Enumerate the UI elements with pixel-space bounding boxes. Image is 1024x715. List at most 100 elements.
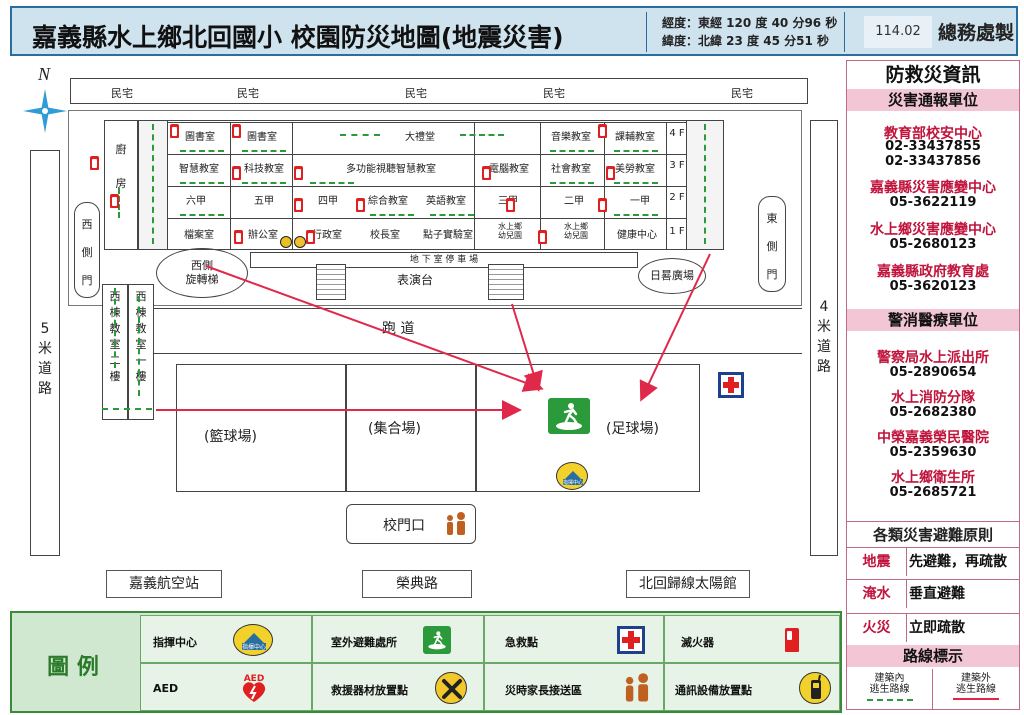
legend-item: 急救點 [484, 615, 664, 663]
room-label: 六甲 [186, 196, 206, 207]
svg-text:AED: AED [244, 674, 265, 684]
school-gate: 校門口 [346, 504, 476, 544]
indoor-route [370, 214, 414, 216]
indoor-route [430, 214, 474, 216]
parent-pickup-icon [443, 511, 469, 537]
room-label: 一甲 [630, 196, 650, 207]
fire-extinguisher-icon [232, 166, 241, 180]
fire-extinguisher-icon [538, 230, 547, 244]
agency-phone: 05-2680123 [889, 237, 977, 252]
report-heading: 災害通報單位 [847, 89, 1019, 111]
main-building [104, 120, 724, 250]
communication-device-icon [799, 672, 831, 704]
principle-desc: 先避難，再疏散 [909, 554, 1007, 570]
principles-heading: 各類災害避難原則 [847, 521, 1019, 547]
route-outside-sample [953, 698, 999, 700]
residence-label: 民宅 [405, 87, 427, 100]
aed-icon: AED [239, 672, 269, 704]
latitude-text: 緯度：北緯 23 度 45 分51 秒 [662, 34, 829, 48]
indoor-route [114, 288, 116, 368]
principle-row: 地震 先避難，再疏散 [847, 547, 1019, 576]
residence-label: 民宅 [237, 87, 259, 100]
agency-phone: 05-2359630 [889, 445, 977, 460]
command-center-icon: 指揮中心 [233, 624, 273, 656]
room-label: 多功能視聽智慧教室 [346, 164, 436, 175]
outdoor-routes [156, 253, 711, 420]
landmark-tropic-museum: 北回歸線太陽館 [626, 570, 750, 598]
room-label: 大禮堂 [405, 132, 435, 143]
first-aid-icon [617, 626, 645, 654]
room-label: 圖書室 [247, 132, 277, 143]
indoor-route [180, 150, 224, 152]
date-text: 114.02 [864, 16, 932, 48]
assembly-area [346, 364, 476, 492]
west-spiral-stairs: 西側 旋轉梯 [156, 248, 248, 298]
fire-extinguisher-icon [90, 156, 99, 170]
indoor-route [550, 150, 594, 152]
route-inside-sample [867, 699, 913, 701]
indoor-route [180, 182, 224, 184]
legend-item: 災時家長接送區 [484, 663, 664, 711]
evacuation-site-icon [548, 398, 590, 434]
route-heading: 路線標示 [847, 645, 1019, 667]
kitchen: 廚房 [104, 120, 138, 250]
route-outside-label: 建築外 逃生路線 [956, 673, 996, 695]
agency-name: 中榮嘉義榮民醫院 [877, 430, 989, 446]
room-label: 四甲 [318, 196, 338, 207]
residence-strip: 民宅 民宅 民宅 民宅 民宅 [70, 78, 808, 104]
room-label: 英語教室 [426, 196, 466, 207]
principle-desc: 立即疏散 [909, 620, 965, 636]
room-label: 綜合教室 [368, 196, 408, 207]
stage: 表演台 [396, 273, 433, 287]
agency-name: 水上消防分隊 [891, 390, 975, 406]
route-inside-label: 建築內 逃生路線 [847, 669, 933, 709]
residence-label: 民宅 [111, 87, 133, 100]
legend-item: 通訊設備放置點 [664, 663, 840, 711]
indoor-route [704, 124, 706, 244]
evacuation-site-icon [423, 626, 451, 654]
principle-row: 淹水 垂直避難 [847, 579, 1019, 608]
agency-phone: 02-33437856 [885, 154, 981, 169]
indoor-route [138, 296, 140, 396]
room-label: 科技教室 [244, 164, 284, 175]
room-label: 音樂教室 [551, 132, 591, 143]
fire-extinguisher-icon [785, 628, 799, 652]
fire-extinguisher-icon [110, 194, 119, 208]
room-label: 五甲 [254, 196, 274, 207]
room-label: 檔案室 [184, 230, 214, 241]
agency-name: 嘉義縣災害應變中心 [870, 180, 996, 196]
basketball-court [176, 364, 346, 492]
room-label: 校長室 [370, 230, 400, 241]
fire-extinguisher-icon [606, 166, 615, 180]
agency-phone: 05-2685721 [889, 485, 977, 500]
panel-title: 防救災資訊 [847, 61, 1019, 89]
legend-item: 救援器材放置點 [312, 663, 484, 711]
agency-name: 教育部校安中心 [884, 126, 982, 142]
agency-phone: 05-3622119 [889, 195, 977, 210]
fire-extinguisher-icon [598, 198, 607, 212]
fire-extinguisher-icon [482, 166, 491, 180]
compass-icon [20, 86, 70, 136]
soccer-label: (足球場) [606, 421, 659, 437]
stairs [488, 264, 524, 300]
running-track [154, 308, 802, 354]
legend-item: 指揮中心 指揮中心 [140, 615, 312, 663]
principle-type: 淹水 [847, 580, 907, 608]
stairs [316, 264, 346, 300]
agency-phone: 05-3620123 [889, 279, 977, 294]
principle-type: 火災 [847, 614, 907, 642]
agency-phone: 02-33437855 [885, 139, 981, 154]
agency-name: 嘉義縣政府教育處 [877, 264, 989, 280]
principle-row: 火災 立即疏散 [847, 613, 1019, 642]
indoor-route [614, 150, 658, 152]
floor-label: 2 F [669, 192, 685, 203]
legend-item: AED AED [140, 663, 312, 711]
page-title: 嘉義縣水上鄉北回國小 校園防災地圖(地震災害) [32, 23, 564, 52]
indoor-route [460, 134, 504, 136]
longitude-text: 經度：東經 120 度 40 分96 秒 [662, 16, 838, 30]
legend-box: 圖 例 指揮中心 指揮中心 室外避難處所 急救點 滅火器 AED [10, 611, 842, 713]
agency-name: 警察局水上派出所 [877, 350, 989, 366]
fire-extinguisher-icon [506, 198, 515, 212]
